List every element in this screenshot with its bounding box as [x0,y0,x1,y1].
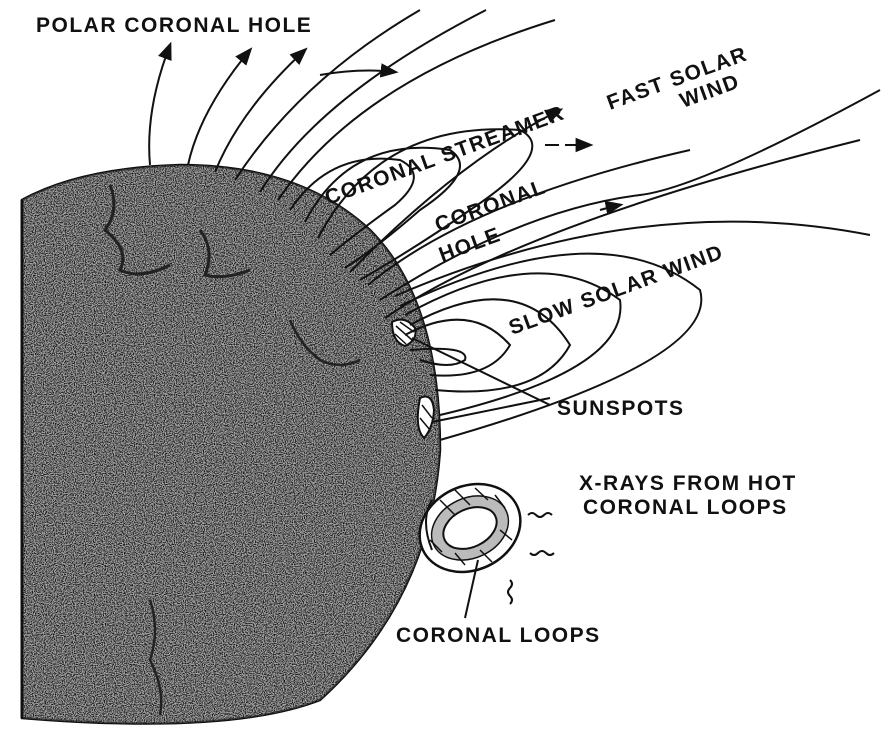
xray-squiggle-2 [530,551,554,555]
label-polar-coronal-hole: POLAR CORONAL HOLE [36,14,312,37]
xray-squiggle-1 [528,513,552,517]
polar-field-line-1 [149,45,170,165]
sun-disk [0,150,460,742]
label-sunspots: SUNSPOTS [557,397,685,420]
polar-field-line-2 [188,50,250,165]
fast-wind-arrow [600,205,620,210]
fast-wind-line-3 [380,90,880,300]
label-xrays-line2: CORONAL LOOPS [583,496,788,519]
xray-squiggle-3 [508,580,512,604]
label-coronal-loops: CORONAL LOOPS [396,624,601,647]
polar-field-line-3 [215,50,305,172]
sun-surface-texture [0,150,460,742]
label-xrays-line1: X-RAYS FROM HOT [579,472,797,495]
